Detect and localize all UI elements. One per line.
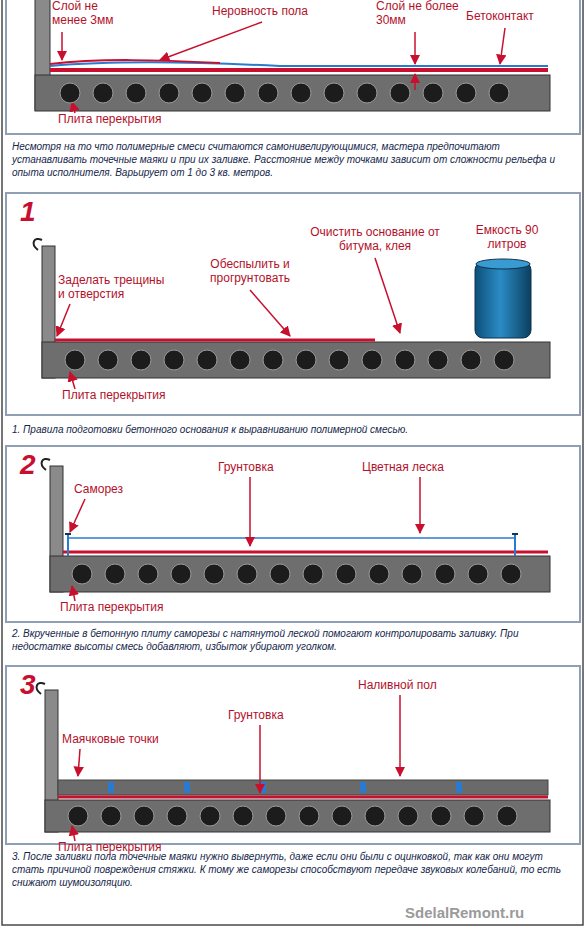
- slab-hole: [365, 806, 385, 826]
- callout-label: Грунтовка: [228, 709, 328, 723]
- panel-3-leaders: [72, 695, 400, 841]
- slab-hole: [126, 83, 146, 103]
- callout-label: Слой не более 30мм: [376, 0, 460, 28]
- slab-hole: [395, 350, 415, 370]
- slab-hole: [270, 564, 290, 584]
- slab-hole: [497, 806, 517, 826]
- slab-hole: [296, 350, 316, 370]
- watermark: SdelalRemont.ru: [405, 904, 565, 921]
- slab-hole: [303, 564, 323, 584]
- slab-hole: [428, 350, 448, 370]
- slab-hole: [332, 806, 352, 826]
- slab-hole: [402, 564, 422, 584]
- slab-hole: [398, 806, 418, 826]
- callout-label: Бетоконтакт: [466, 10, 571, 24]
- slab-hole: [65, 350, 85, 370]
- slab-hole: [204, 564, 224, 584]
- callout-label: Цветная леска: [362, 461, 482, 475]
- slab-hole: [134, 806, 154, 826]
- slab-hole: [369, 564, 389, 584]
- step-number: 2: [20, 449, 54, 481]
- callout-label: Емкость 90 литров: [462, 224, 552, 252]
- caption-text: Несмотря на то что полимерные смеси счит…: [12, 140, 574, 179]
- slab-hole: [435, 564, 455, 584]
- callout-label: Неровность пола: [212, 5, 342, 19]
- slab-hole: [494, 350, 514, 370]
- slab-hole: [72, 564, 92, 584]
- slab-hole: [291, 83, 311, 103]
- panel-0-leaders: [62, 22, 505, 113]
- slab-hole: [167, 806, 187, 826]
- panel-2-leaders: [70, 477, 420, 601]
- callout-label: Плита перекрытия: [60, 601, 210, 615]
- slab-hole: [164, 350, 184, 370]
- callout-label: Грунтовка: [218, 461, 318, 475]
- slab-hole: [237, 564, 257, 584]
- callout-label: Обеспылить и прогрунтовать: [192, 258, 308, 286]
- slab-hole: [233, 806, 253, 826]
- slab-hole: [431, 806, 451, 826]
- caption-text: 3. После заливки пола точечные маяки нуж…: [12, 850, 574, 889]
- panel-1-leaders: [57, 258, 400, 389]
- panel-3-drawing: [37, 683, 550, 832]
- slab-hole: [299, 806, 319, 826]
- slab-hole: [423, 83, 443, 103]
- slab-hole: [329, 350, 349, 370]
- slab-hole: [101, 806, 121, 826]
- callout-label: Очистить основание от битума, клея: [300, 226, 450, 254]
- slab-hole: [489, 83, 509, 103]
- slab-hole: [98, 350, 118, 370]
- slab-hole: [105, 564, 125, 584]
- slab-hole: [390, 83, 410, 103]
- slab-hole: [200, 806, 220, 826]
- step-number: 1: [20, 196, 54, 228]
- slab-hole: [131, 350, 151, 370]
- slab-hole: [456, 83, 476, 103]
- callout-label: Маячковые точки: [62, 733, 192, 747]
- caption-text: 2. Вкрученные в бетонную плиту саморезы …: [12, 627, 574, 653]
- callout-label: Плита перекрытия: [62, 389, 212, 403]
- slab-hole: [501, 564, 521, 584]
- slab-hole: [324, 83, 344, 103]
- slab-hole: [266, 806, 286, 826]
- slab-holes: [60, 83, 521, 826]
- panel-2-drawing: [42, 459, 550, 592]
- slab-hole: [230, 350, 250, 370]
- slab-hole: [93, 83, 113, 103]
- slab-hole: [60, 83, 80, 103]
- slab-hole: [468, 564, 488, 584]
- slab-hole: [258, 83, 278, 103]
- slab-hole: [197, 350, 217, 370]
- callout-label: Плита перекрытия: [58, 113, 208, 127]
- callout-label: Заделать трещины и отверстия: [58, 274, 170, 302]
- panel-1-drawing: [34, 239, 550, 378]
- step-number: 3: [20, 669, 54, 701]
- slab-hole: [263, 350, 283, 370]
- slab-hole: [336, 564, 356, 584]
- slab-hole: [192, 83, 212, 103]
- callout-label: Слой не менее 3мм: [52, 0, 132, 28]
- callout-label: Саморез: [74, 483, 154, 497]
- caption-text: 1. Правила подготовки бетонного основани…: [12, 423, 574, 436]
- slab-hole: [461, 350, 481, 370]
- slab-hole: [68, 806, 88, 826]
- slab-hole: [138, 564, 158, 584]
- panel-frames: [6, 0, 580, 844]
- slab-hole: [357, 83, 377, 103]
- slab-hole: [362, 350, 382, 370]
- slab-hole: [159, 83, 179, 103]
- slab-hole: [464, 806, 484, 826]
- slab-hole: [171, 564, 191, 584]
- callout-label: Наливной пол: [358, 679, 478, 693]
- slab-hole: [225, 83, 245, 103]
